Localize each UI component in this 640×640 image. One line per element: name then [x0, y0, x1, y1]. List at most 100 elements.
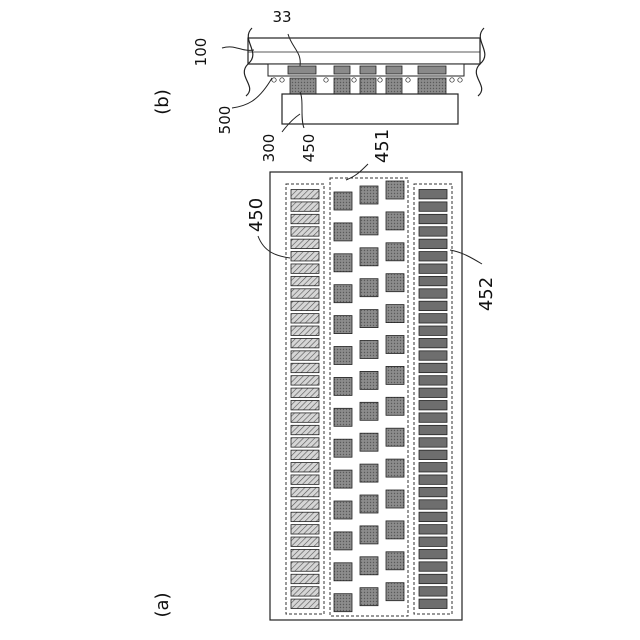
pad-452 [419, 388, 447, 397]
pad-452 [419, 438, 447, 447]
pad-450 [291, 413, 319, 422]
pad-452 [419, 376, 447, 385]
ref-100: 100 [192, 38, 210, 67]
pad-451 [360, 341, 378, 359]
pad-452 [419, 239, 447, 248]
pad-452 [419, 450, 447, 459]
pad-450 [291, 438, 319, 447]
pad-451 [386, 212, 404, 230]
bump-450 [386, 78, 402, 94]
pad-451 [386, 521, 404, 539]
pad-450 [291, 599, 319, 608]
pad-451 [386, 181, 404, 199]
pad-450 [291, 326, 319, 335]
pad-452 [419, 214, 447, 223]
chip-bumps-450 [290, 78, 446, 94]
pad-452 [419, 264, 447, 273]
pad-451 [334, 408, 352, 426]
pad-450 [291, 487, 319, 496]
substrate-terminals-33 [288, 66, 446, 74]
pad-451 [334, 594, 352, 612]
pad-450 [291, 549, 319, 558]
pad-450 [291, 388, 319, 397]
pad-452 [419, 525, 447, 534]
ref-500: 500 [216, 106, 234, 135]
pad-452 [419, 500, 447, 509]
pad-451 [334, 192, 352, 210]
pad-452 [419, 289, 447, 298]
pad-452 [419, 351, 447, 360]
pad-450 [291, 239, 319, 248]
pad-450 [291, 562, 319, 571]
pad-451 [386, 490, 404, 508]
pad-451 [360, 248, 378, 266]
pad-451 [334, 285, 352, 303]
pad-452 [419, 463, 447, 472]
pad-452 [419, 549, 447, 558]
pad-450 [291, 450, 319, 459]
pad-450 [291, 525, 319, 534]
pad-451 [360, 217, 378, 235]
pad-450 [291, 401, 319, 410]
pad-451 [334, 470, 352, 488]
pad-452 [419, 425, 447, 434]
pad-450 [291, 463, 319, 472]
pad-452 [419, 487, 447, 496]
bump-450 [290, 78, 316, 94]
pad-452 [419, 562, 447, 571]
pad-451 [360, 402, 378, 420]
ref-33: 33 [272, 8, 291, 26]
pad-450 [291, 276, 319, 285]
pad-451 [386, 583, 404, 601]
ref-300: 300 [260, 134, 278, 163]
pad-451 [334, 223, 352, 241]
terminal-33 [360, 66, 376, 74]
pad-452 [419, 363, 447, 372]
pad-451 [360, 495, 378, 513]
pad-452 [419, 338, 447, 347]
terminal-33 [386, 66, 402, 74]
pad-451 [334, 377, 352, 395]
pad-450 [291, 351, 319, 360]
pad-450 [291, 314, 319, 323]
ref-452: 452 [476, 277, 497, 311]
pad-452 [419, 190, 447, 199]
pad-452 [419, 314, 447, 323]
pad-451 [334, 532, 352, 550]
bump-450 [334, 78, 350, 94]
pad-450 [291, 264, 319, 273]
view-a: (a) 450 451 452 [152, 129, 497, 620]
pad-452 [419, 227, 447, 236]
pad-451 [386, 336, 404, 354]
pad-450 [291, 338, 319, 347]
pad-451 [334, 563, 352, 581]
pad-450 [291, 301, 319, 310]
view-b: (b) 100 33 500 300 450 [152, 8, 485, 162]
pad-451 [360, 310, 378, 328]
pad-452 [419, 574, 447, 583]
pad-452 [419, 475, 447, 484]
pad-450 [291, 227, 319, 236]
pad-451 [386, 459, 404, 477]
pad-452 [419, 326, 447, 335]
pad-450 [291, 425, 319, 434]
pad-451 [386, 366, 404, 384]
pad-451 [334, 347, 352, 365]
pad-451 [360, 557, 378, 575]
leader-500 [232, 78, 272, 108]
ref-451: 451 [372, 129, 393, 163]
label-a: (a) [152, 592, 173, 617]
terminal-33 [334, 66, 350, 74]
pad-451 [386, 243, 404, 261]
pad-451 [386, 428, 404, 446]
pad-452 [419, 202, 447, 211]
pad-452 [419, 537, 447, 546]
pad-450 [291, 363, 319, 372]
pad-451 [360, 279, 378, 297]
pad-452 [419, 512, 447, 521]
pad-451 [360, 186, 378, 204]
pad-451 [360, 588, 378, 606]
pad-452 [419, 587, 447, 596]
pad-451 [360, 371, 378, 389]
pad-450 [291, 574, 319, 583]
